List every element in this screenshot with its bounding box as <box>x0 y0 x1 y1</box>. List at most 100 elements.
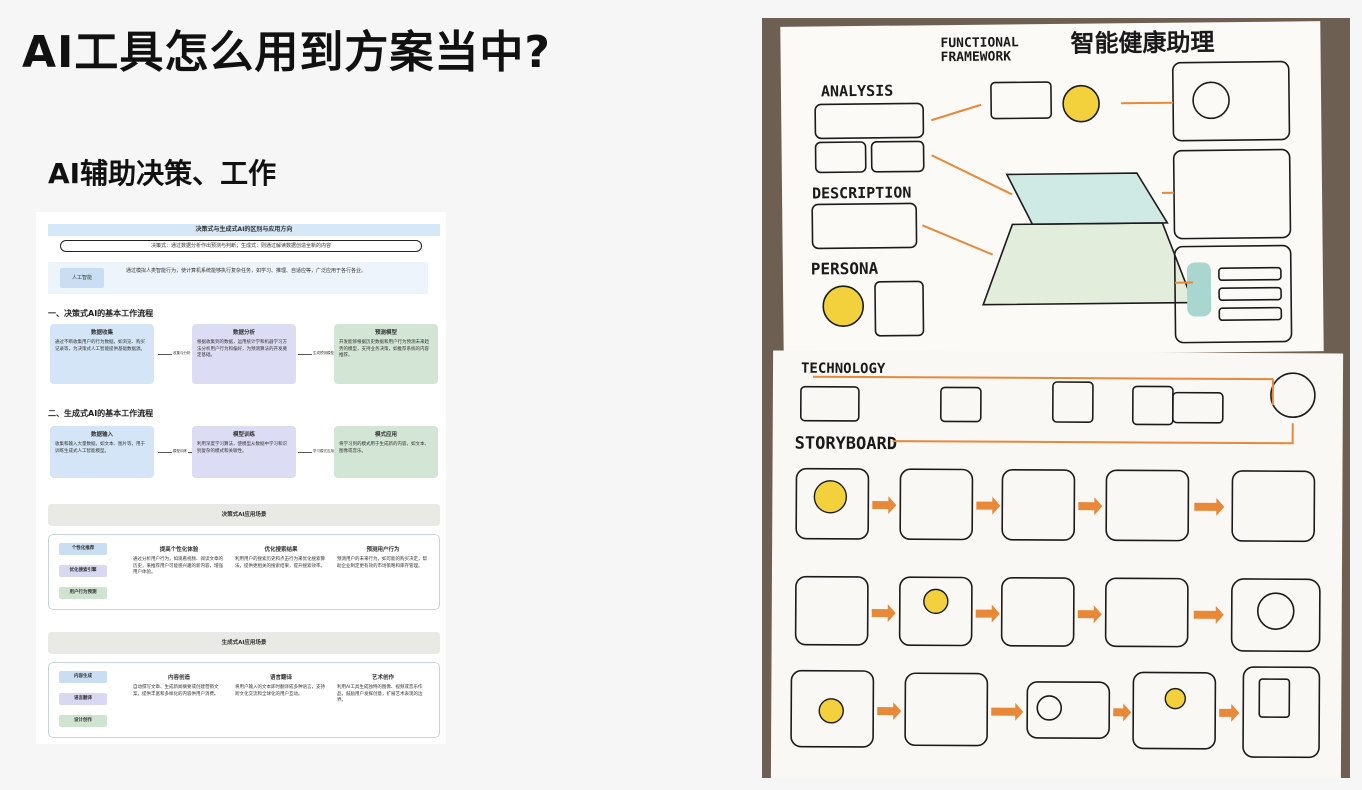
label-technology: TECHNOLOGY <box>801 361 886 377</box>
story-character <box>1164 687 1187 710</box>
usecase-column: 内容创造 自动撰写文章、生成新闻摘要或创建营销文案，提供丰富和多样化的内容供用户… <box>133 673 225 698</box>
usecase-column-text: 自动撰写文章、生成新闻摘要或创建营销文案，提供丰富和多样化的内容供用户消费。 <box>133 685 219 697</box>
story-character <box>813 480 848 514</box>
story-arrow <box>1193 605 1224 624</box>
tech-card <box>1171 391 1224 424</box>
tech-connector <box>812 375 1294 445</box>
usecase2-panel: 内容生成 语言翻译 设计创作 内容创造 自动撰写文章、生成新闻摘要或创建营销文案… <box>48 662 440 738</box>
story-arrows <box>871 496 1240 722</box>
usecase-column: 语言翻译 将用户输入的文本即时翻译成多种语言，支持跨文化交流和全球化的用户互动。 <box>235 673 327 698</box>
usecase-tag: 内容生成 <box>59 671 107 683</box>
flow-step-text: 根据收集到的数据，运用统计学和机器学习方法分析用户行为和偏好，为预测算法的开发奠… <box>197 340 287 358</box>
usecase-column-title: 提高个性化体验 <box>159 547 199 553</box>
flow-arrow-label: 学习模式应用 <box>312 449 335 454</box>
smart-ring-icon <box>1270 372 1316 419</box>
usecase1-panel: 个性化推荐 优化搜索引擎 用户行为预测 提高个性化体验 通过分析用户行为，如观看… <box>48 534 440 610</box>
story-frame <box>1105 469 1190 542</box>
story-arrow <box>872 496 897 515</box>
usecase1-band: 决策式AI应用场景 <box>48 504 440 526</box>
analysis-card <box>814 141 867 174</box>
analysis-card <box>814 102 925 140</box>
infographic-definition: 决策式：通过数据分析作出预测与判断；生成式：则通过解读数据创造全新的内容 <box>60 240 422 252</box>
analysis-card <box>870 140 925 173</box>
story-frame <box>1230 578 1321 653</box>
story-frame <box>1000 576 1075 647</box>
story-frame <box>790 669 875 748</box>
storyboard-sheet: TECHNOLOGY STORYBOARD <box>770 350 1344 778</box>
flow-step: 预测模型 开发能够根据历史数据和用户行为预测未来趋势的模型，支持业务决策，如推荐… <box>334 324 438 384</box>
usecase-column-text: 将用户输入的文本即时翻译成多种语言，支持跨文化交流和全球化的用户互动。 <box>235 685 325 697</box>
story-arrow <box>1077 605 1102 624</box>
persona-avatar <box>822 285 865 327</box>
usecase2-band: 生成式AI应用场景 <box>48 632 440 654</box>
story-arrow <box>1219 703 1240 722</box>
flow-step-text: 将学习到的模式用于生成新的内容，如文本、图像或音乐。 <box>339 442 429 454</box>
story-arrow <box>991 702 1024 721</box>
usecase-tag: 设计创作 <box>59 715 107 727</box>
usecase-column: 预测用户行为 预测用户的未来行为，如可能的购买决定，帮助企业制定更有效的市场策略… <box>337 545 429 570</box>
tech-card <box>1131 385 1174 426</box>
usecase-column-text: 通过分析用户行为，如观看视频、阅读文章的历史，来推荐用户可能感兴趣的新内容，增强… <box>133 557 223 575</box>
usecase-column-text: 预测用户的未来行为，如可能的购买决定，帮助企业制定更有效的市场策略和库存管理。 <box>337 557 427 569</box>
flow-step-text: 开发能够根据历史数据和用户行为预测未来趋势的模型，支持业务决策，如推荐系统的内容… <box>339 340 429 358</box>
story-arrow <box>1194 497 1225 516</box>
flow-step-title: 数据分析 <box>232 330 255 336</box>
story-frame <box>1132 671 1217 750</box>
usecase-column-title: 预测用户行为 <box>366 547 400 553</box>
story-arrow <box>1113 703 1132 722</box>
phone-screen <box>990 81 1053 120</box>
label-analysis: ANALYSIS <box>821 82 893 101</box>
story-frame <box>1104 577 1189 648</box>
flow-step-title: 数据输入 <box>90 432 113 438</box>
flow-step: 数据输入 收集和输入大量数据，如文本、图片等，用于训练生成式人工智能模型。 <box>50 426 154 478</box>
story-frame <box>1242 666 1321 759</box>
flow-step-text: 收集和输入大量数据，如文本、图片等，用于训练生成式人工智能模型。 <box>55 442 145 454</box>
flow-step-title: 模式应用 <box>374 432 397 438</box>
tech-card <box>799 385 860 422</box>
usecase-column-text: 利用AI工具生成独特的图像、视频或音乐作品，鼓励用户发挥创意，扩展艺术表现的边界… <box>337 685 423 703</box>
app-list-item <box>1218 286 1282 302</box>
central-grid <box>982 222 1195 306</box>
usecase-tag: 语言翻译 <box>59 693 107 705</box>
usecase-tag: 优化搜索引擎 <box>59 565 107 577</box>
story-arrow <box>1078 497 1103 516</box>
central-desk <box>1005 172 1169 226</box>
persona-card <box>874 280 925 337</box>
usecase-column: 艺术创作 利用AI工具生成独特的图像、视频或音乐作品，鼓励用户发挥创意，扩展艺术… <box>337 673 429 705</box>
app-screen <box>1173 244 1293 344</box>
flow-step-title: 预测模型 <box>374 330 397 336</box>
report-icon <box>1258 678 1291 719</box>
clock-icon <box>1036 695 1063 721</box>
sketch-title: 智能健康助理 <box>1070 28 1214 58</box>
framework-sketch: FUNCTIONAL FRAMEWORK 智能健康助理 ANALYSIS DES… <box>811 28 1293 344</box>
flow-step-title: 数据收集 <box>90 330 113 336</box>
framework-label-2: FRAMEWORK <box>941 49 1012 65</box>
usecase-column-text: 利用用户的搜索历史和点击行为来优化搜索算法，提供更相关的搜索结果，提升搜索效率。 <box>235 557 325 569</box>
flow-step: 模型训练 利用深度学习算法，使模型从数据中学习和识别复杂的模式和关联性。 <box>192 426 296 478</box>
ai-tag: 人工智能 <box>60 268 104 288</box>
label-storyboard: STORYBOARD <box>795 434 897 455</box>
flow-connector <box>921 101 1193 284</box>
flow-step-text: 通过不断收集用户的行为数据，如浏览、购买记录等，为决策式人工智能提供基础数据源。 <box>55 340 145 352</box>
ai-comparison-infographic: 决策式与生成式AI的区别与应用方向 决策式：通过数据分析作出预测与判断；生成式：… <box>36 212 446 744</box>
usecase-column-title: 艺术创作 <box>371 675 394 681</box>
ai-description: 通过模拟人类智能行为，使计算机系统能够执行复杂任务，如学习、推理、自适应等，广泛… <box>126 268 367 274</box>
section1-heading: 一、决策式AI的基本工作流程 <box>48 309 154 318</box>
tech-card <box>939 386 982 423</box>
story-arrow <box>871 604 896 623</box>
story-arrow <box>877 702 902 721</box>
flow-step-text: 利用深度学习算法，使模型从数据中学习和识别复杂的模式和关联性。 <box>197 442 287 454</box>
story-character <box>923 588 949 615</box>
flow-step: 模式应用 将学习到的模式用于生成新的内容，如文本、图像或音乐。 <box>334 426 438 478</box>
story-frame <box>795 467 870 540</box>
story-frame <box>898 576 973 647</box>
story-frame <box>899 468 974 541</box>
slide-title: AI工具怎么用到方案当中? <box>22 27 551 78</box>
framework-sheet: FUNCTIONAL FRAMEWORK 智能健康助理 ANALYSIS DES… <box>780 21 1324 357</box>
usecase-column-title: 语言翻译 <box>269 675 292 681</box>
flow-step: 数据收集 通过不断收集用户的行为数据，如浏览、购买记录等，为决策式人工智能提供基… <box>50 324 154 384</box>
tech-card <box>1051 381 1094 423</box>
character-figure <box>1062 84 1100 123</box>
app-screen <box>1172 148 1292 240</box>
usecase-tag: 个性化推荐 <box>59 543 107 555</box>
